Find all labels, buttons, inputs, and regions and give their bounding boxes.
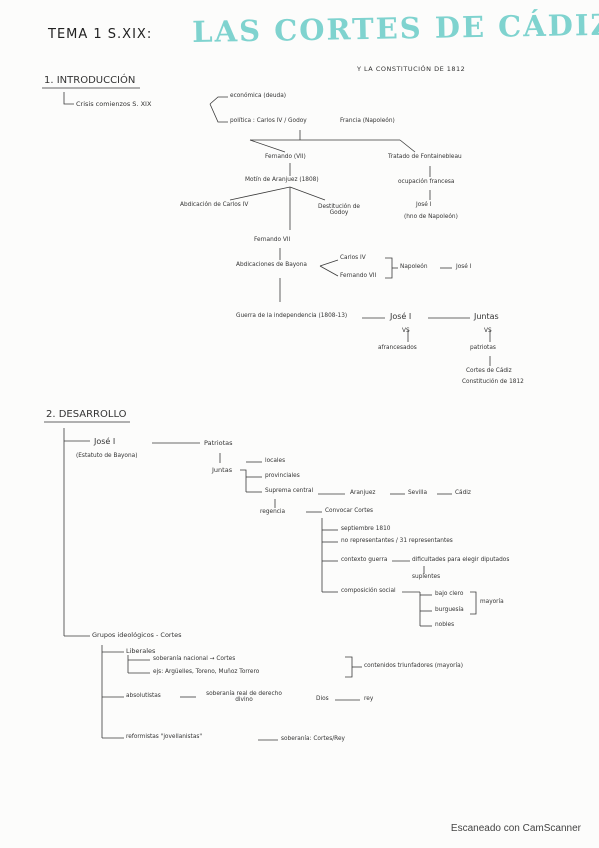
dificultades-label: dificultades para elegir diputados: [412, 557, 510, 563]
jose-des-label: José I: [94, 437, 116, 446]
bajo-clero-label: bajo clero: [435, 591, 464, 597]
locales-label: locales: [265, 458, 286, 464]
ocupacion-label: ocupación francesa: [398, 179, 455, 185]
fernando7-label: Fernando VII: [254, 237, 291, 243]
carlos4-label: Carlos IV: [340, 255, 366, 261]
motin-label: Motín de Aranjuez (1808): [245, 177, 319, 183]
liberales-label: Liberales: [126, 647, 156, 655]
reformistas-label: reformistas "jovellanistas": [126, 734, 203, 740]
guerra-label: Guerra de la independencia (1808-13): [236, 313, 348, 319]
afrancesados-label: afrancesados: [378, 345, 417, 351]
dios-label: Dios: [316, 696, 329, 702]
abdicaciones-label: Abdicaciones de Bayona: [236, 262, 307, 268]
vs-right-label: VS: [484, 328, 492, 334]
crisis-label: Crisis comienzos S. XIX: [76, 100, 152, 108]
scanner-watermark: Escaneado con CamScanner: [450, 823, 581, 834]
soberania-compartida-label: soberanía: Cortes/Rey: [281, 736, 345, 742]
jose1-label: José I: [456, 264, 472, 270]
section-heading-introduccion: 1. INTRODUCCIÓN: [44, 75, 136, 86]
section-heading-desarrollo: 2. DESARROLLO: [46, 409, 127, 420]
mayoria-label: mayoría: [480, 599, 504, 605]
tratado-label: Tratado de Fontainebleau: [388, 154, 462, 160]
abdicacion-carlos-label: Abdicación de Carlos IV: [180, 202, 249, 208]
rey-label: rey: [364, 696, 374, 702]
provinciales-label: provinciales: [265, 473, 300, 479]
burguesia-label: burguesía: [435, 607, 464, 613]
representantes-label: no representantes / 31 representantes: [341, 538, 453, 544]
page-title: LAS CORTES DE CÁDIZ: [191, 7, 599, 49]
juntas-intro-label: Juntas: [474, 312, 499, 321]
septiembre-label: septiembre 1810: [341, 526, 391, 532]
hno-label: (hno de Napoleón): [404, 214, 458, 220]
vs-left-label: VS: [402, 328, 410, 334]
destitucion-label: Destitución de Godoy: [318, 204, 360, 216]
regencia-label: regencia: [260, 509, 286, 515]
constitucion-label: Constitución de 1812: [462, 379, 524, 385]
jose-right-label: José I: [390, 312, 412, 321]
politica-label: política : Carlos IV / Godoy: [230, 118, 307, 124]
suprema-label: Suprema central: [265, 488, 314, 494]
patriotas-des-label: Patriotas: [204, 439, 233, 447]
page-subtitle: Y LA CONSTITUCIÓN DE 1812: [357, 65, 466, 73]
cortes-cadiz-label: Cortes de Cádiz: [466, 368, 512, 374]
patriotas-intro-label: patriotas: [470, 345, 496, 351]
fernando-vii-label: Fernando VII: [340, 273, 377, 279]
fernando-label: Fernando (VII): [265, 154, 306, 160]
contexto-label: contexto guerra: [341, 557, 388, 563]
estatuto-label: (Estatuto de Bayona): [76, 453, 138, 459]
tema-label: TEMA 1 S.XIX:: [48, 27, 153, 42]
suplentes-label: suplentes: [412, 574, 441, 580]
soberania-nacional-label: soberanía nacional → Cortes: [153, 656, 236, 662]
aranjuez-label: Aranjuez: [350, 490, 376, 496]
economica-label: económica (deuda): [230, 93, 287, 99]
napoleon-label: Napoleón: [400, 264, 428, 270]
ejs-label: ejs: Argüelles, Toreno, Muñoz Torrero: [153, 669, 260, 675]
nobles-label: nobles: [435, 622, 455, 628]
contenidos-label: contenidos triunfadores (mayoría): [364, 663, 463, 669]
convocar-label: Convocar Cortes: [325, 508, 374, 514]
jose-i-label: José I: [416, 202, 432, 208]
juntas-des-label: Juntas: [212, 466, 233, 474]
sevilla-label: Sevilla: [408, 490, 428, 496]
cadiz-label: Cádiz: [455, 490, 471, 496]
francia-label: Francia (Napoleón): [340, 118, 395, 124]
grupos-label: Grupos ideológicos - Cortes: [92, 631, 182, 639]
composicion-label: composición social: [341, 588, 396, 594]
absolutistas-label: absolutistas: [126, 693, 161, 699]
soberania-real-label: soberanía real de derecho divino: [206, 691, 282, 703]
